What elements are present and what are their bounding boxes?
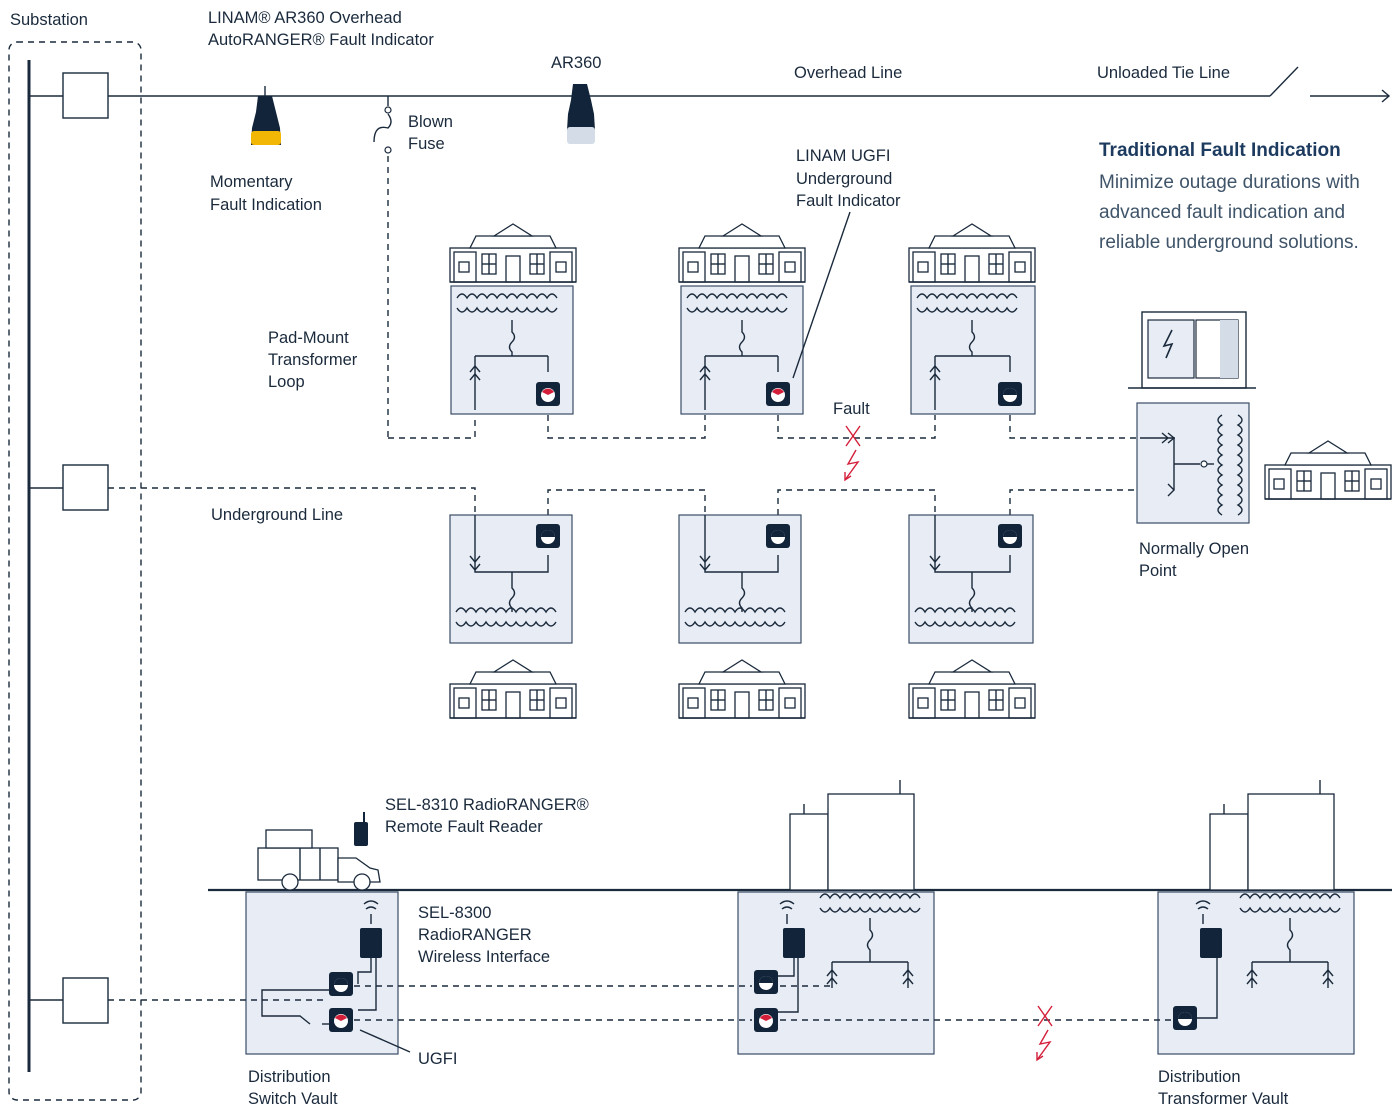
ugfi-indicator-icon — [754, 970, 778, 994]
distribution-switch-vault — [245, 891, 399, 1055]
transformer-vault-label-line2: Transformer Vault — [1158, 1090, 1289, 1108]
switch-vault-label-line2: Switch Vault — [248, 1090, 338, 1108]
ugfi-indicator-icon — [766, 382, 790, 406]
house-icon — [1264, 440, 1392, 500]
radioranger-reader-label-line1: SEL-8310 RadioRANGER® — [385, 796, 589, 814]
ugfi-indicator-icon — [329, 972, 353, 996]
ugfi-label: UGFI — [418, 1050, 458, 1068]
radioranger-interface-label-line1: SEL-8300 — [418, 904, 492, 922]
ugfi-indicator-icon — [766, 524, 790, 548]
ugfi-callout-line — [359, 1029, 411, 1053]
radioranger-interface-label-line3: Wireless Interface — [418, 948, 551, 966]
blown-fuse-label-line1: Blown — [408, 113, 453, 131]
ar360-overhead-label-line1: LINAM® AR360 Overhead — [208, 9, 402, 27]
ar360-overhead-label-line2: AutoRANGER® Fault Indicator — [208, 31, 434, 49]
transformer-wiring-middle — [469, 515, 1011, 612]
distribution-transformer-vault — [1157, 891, 1355, 1055]
pad-mount-loop-top — [388, 415, 1140, 439]
house-icon — [678, 223, 806, 283]
substation-label: Substation — [10, 11, 88, 29]
transformer-wiring-top — [469, 320, 1011, 410]
ugfi-indicator-icon — [536, 382, 560, 406]
underground-feeder-bottom — [108, 985, 1172, 1021]
ugfi-callout-line2: Underground — [796, 170, 893, 188]
house-icon — [678, 659, 806, 719]
ugfi-indicator-icon — [536, 524, 560, 548]
ar360-indicator-yellow — [251, 86, 281, 145]
ar360-label: AR360 — [551, 54, 602, 72]
ugfi-indicator-icon — [754, 1008, 778, 1032]
blown-fuse-label-line2: Fuse — [408, 135, 445, 153]
radioranger-interface-label-line2: RadioRANGER — [418, 926, 532, 944]
house-icon — [449, 659, 577, 719]
info-title: Traditional Fault Indication — [1099, 140, 1341, 161]
fault-lightning-icon — [844, 425, 861, 482]
normally-open-point — [1136, 402, 1250, 524]
fault-lightning-icon — [1036, 1005, 1053, 1062]
callout-line — [792, 211, 851, 379]
pad-mount-label-line3: Loop — [268, 373, 305, 391]
pad-mount-label-line2: Transformer — [268, 351, 358, 369]
ugfi-indicator-icon — [998, 524, 1022, 548]
info-desc-line3: reliable underground solutions. — [1099, 232, 1359, 253]
building-icon — [1209, 779, 1335, 891]
transformer-vault-label-line1: Distribution — [1158, 1068, 1241, 1086]
momentary-label-line2: Fault Indication — [210, 196, 322, 214]
ugfi-indicator-icon — [1173, 1006, 1197, 1030]
info-desc-line2: advanced fault indication and — [1099, 202, 1346, 223]
house-icon — [908, 223, 1036, 283]
truck-icon — [257, 829, 381, 891]
ugfi-callout-line1: LINAM UGFI — [796, 147, 891, 165]
underground-line-label: Underground Line — [211, 506, 344, 524]
info-desc-line1: Minimize outage durations with — [1099, 172, 1360, 193]
momentary-label-line1: Momentary — [210, 173, 293, 191]
building-icon — [789, 779, 915, 891]
substation-bus — [8, 41, 142, 1101]
cabinet-icon — [1128, 311, 1256, 389]
switch-vault-label-line1: Distribution — [248, 1068, 331, 1086]
radio-icon — [354, 812, 368, 846]
house-icon — [908, 659, 1036, 719]
ugfi-indicator-icon — [329, 1008, 353, 1032]
overhead-line-label: Overhead Line — [794, 64, 903, 82]
normally-open-label-line2: Point — [1139, 562, 1177, 580]
ugfi-callout-line3: Fault Indicator — [796, 192, 901, 210]
normally-open-label-line1: Normally Open — [1139, 540, 1250, 558]
fault-label: Fault — [833, 400, 870, 418]
pad-mount-label-line1: Pad-Mount — [268, 329, 349, 347]
radioranger-reader-label-line2: Remote Fault Reader — [385, 818, 543, 836]
underground-line — [108, 487, 1137, 515]
unloaded-tie-line-label: Unloaded Tie Line — [1097, 64, 1231, 82]
ar360-indicator — [567, 84, 595, 144]
house-icon — [449, 223, 577, 283]
overhead-line — [108, 66, 1391, 438]
ugfi-indicator-icon — [998, 382, 1022, 406]
